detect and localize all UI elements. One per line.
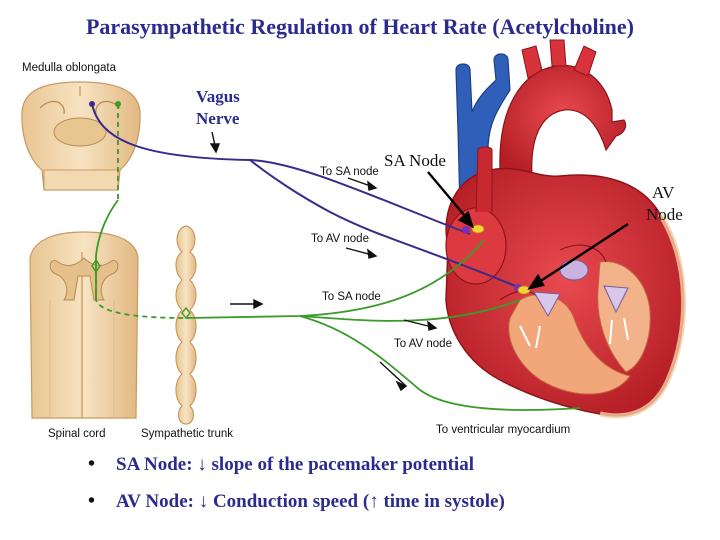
slide-title: Parasympathetic Regulation of Heart Rate…	[85, 14, 635, 39]
sympathetic-trunk	[175, 225, 197, 425]
node-pointer-arrows	[427, 171, 629, 290]
bullet-av-node: • AV Node: ↓ Conduction speed (↑ time in…	[88, 490, 505, 513]
sa-node-vagal-terminal	[462, 226, 470, 234]
label-av-line1: AV	[652, 183, 675, 202]
label-to-sa-node-vagal: To SA node	[320, 166, 379, 178]
label-to-sa-node-sympathetic: To SA node	[322, 291, 381, 303]
medulla-oblongata	[21, 81, 141, 191]
ganglion-marker	[181, 306, 191, 320]
bullet-sa-node-text: SA Node: ↓ slope of the pacemaker potent…	[116, 454, 474, 475]
vagal-nucleus-dot	[89, 101, 95, 107]
label-vagus-line2: Nerve	[196, 109, 240, 128]
av-node-marker	[517, 285, 531, 295]
label-av-line2: Node	[646, 205, 683, 224]
bullet-dot: •	[88, 490, 96, 512]
sympathetic-origin-dot	[115, 101, 121, 107]
label-medulla-oblongata: Medulla oblongata	[22, 62, 117, 74]
label-to-ventricular-myocardium: To ventricular myocardium	[436, 424, 570, 436]
spinal-cord	[29, 231, 139, 419]
sa-node-marker	[471, 224, 485, 234]
label-sa-node: SA Node	[384, 151, 446, 170]
label-vagus-line1: Vagus	[196, 87, 240, 106]
synapse-marker	[91, 258, 101, 274]
label-to-av-node-sympathetic: To AV node	[394, 338, 452, 350]
label-spinal-cord: Spinal cord	[48, 428, 106, 440]
vagus-nerve	[91, 103, 521, 289]
label-sympathetic-trunk: Sympathetic trunk	[141, 428, 233, 440]
direction-arrows	[209, 131, 438, 392]
sympathetic-nerves	[95, 104, 581, 411]
bullet-dot: •	[88, 453, 96, 475]
bullet-sa-node: • SA Node: ↓ slope of the pacemaker pote…	[88, 453, 505, 476]
label-to-av-node-vagal: To AV node	[311, 233, 369, 245]
bullet-av-node-text: AV Node: ↓ Conduction speed (↑ time in s…	[116, 491, 505, 512]
bullet-list: • SA Node: ↓ slope of the pacemaker pote…	[88, 453, 505, 527]
